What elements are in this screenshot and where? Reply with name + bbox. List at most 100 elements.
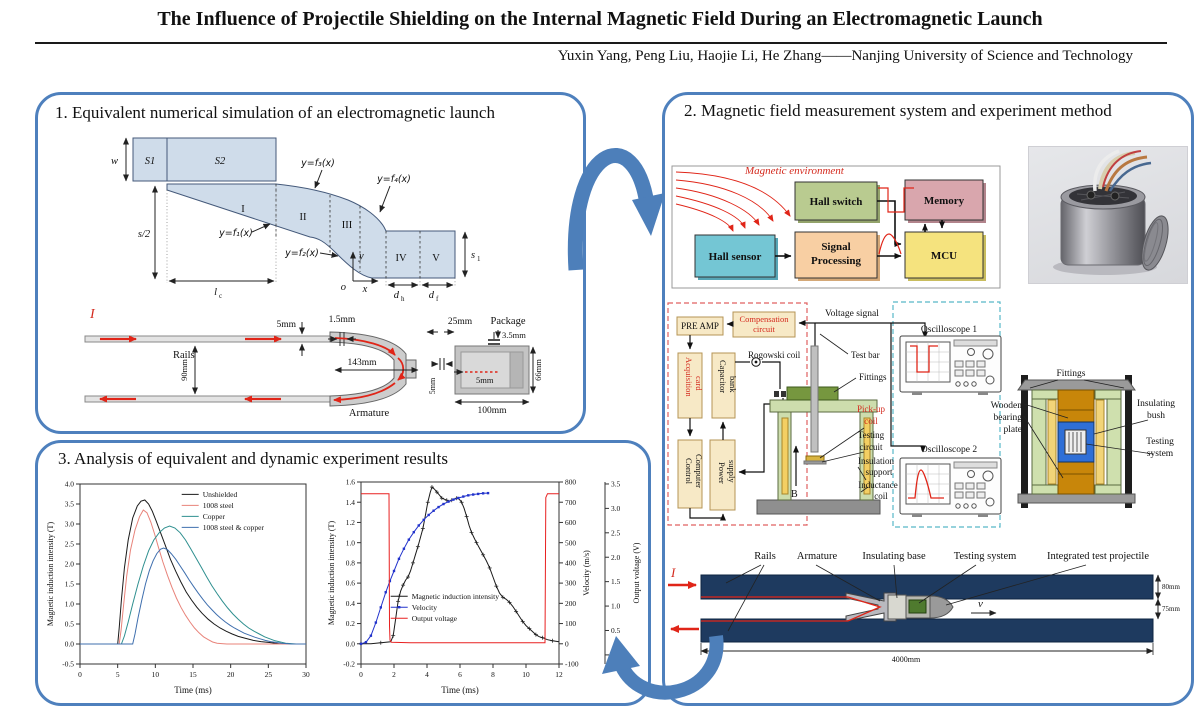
circuit-wires [687,320,928,521]
oscilloscope-2 [899,457,1002,517]
label-tsys-2: system [1147,449,1174,459]
label-hall-sensor: Hall sensor [709,251,762,263]
cross-section-leaders [1023,379,1154,479]
label-control-1: Control [684,458,694,485]
svg-text:5: 5 [116,670,120,679]
wires [1093,149,1152,192]
svg-text:800: 800 [565,478,576,487]
label-capacitor-2: bank [728,376,738,393]
apparatus-leaders [819,333,869,493]
svg-text:10: 10 [522,670,530,679]
label-4000mm: 4000mm [892,655,921,664]
svg-text:1008 steel: 1008 steel [203,501,234,510]
label-oscilloscope-2: Oscilloscope 2 [921,445,977,455]
rails-dimensions [192,322,536,405]
svg-text:Output voltage (V): Output voltage (V) [632,542,641,603]
label-3-5mm: 3.5mm [502,330,526,340]
label-insulation-2: support [866,467,893,477]
label-f1: y=f₁(x) [218,228,253,239]
svg-text:Magnetic induction intensity: Magnetic induction intensity [412,592,500,601]
label-143mm: 143mm [347,358,377,368]
label-compensation-1: Compensation [739,314,789,324]
label-memory: Memory [924,195,965,207]
launcher-dimensions [700,574,1161,655]
label-f2: y=f₂(x) [284,248,319,259]
label-w: w [111,156,118,167]
svg-text:1.5: 1.5 [611,577,621,586]
svg-text:Velocity (m/s): Velocity (m/s) [582,550,591,596]
label-launch-armature: Armature [797,551,838,562]
flow-arrow-panel1-to-panel2 [567,148,665,271]
svg-text:-0.2: -0.2 [343,660,355,669]
label-armature: Armature [349,408,390,419]
svg-text:1.0: 1.0 [65,600,75,609]
label-control-2: Computer [694,454,704,488]
svg-text:Unshielded: Unshielded [203,490,238,499]
label-dh-sub: h [401,295,405,303]
svg-text:1.0: 1.0 [611,602,621,611]
title-divider [35,42,1167,44]
label-rogowski: Rogowski coil [748,350,801,360]
svg-text:0.4: 0.4 [346,599,356,608]
label-90mm: 90mm [179,359,189,381]
flow-arrow-panel2-to-panel3 [602,635,724,700]
label-acquisition-1: Acquisition [684,357,694,397]
label-lc: l [214,287,217,298]
label-region-3: III [342,220,353,231]
label-wooden-3: plate [1004,425,1022,435]
svg-text:0.0: 0.0 [65,640,75,649]
label-df-sub: f [436,295,439,303]
label-inductance-2: coil [874,491,888,501]
label-power-1: Power [717,462,727,484]
hall-block-diagram: Magnetic environment Hall switch Memory … [671,165,1001,289]
sensor-cylinder-photo [1028,146,1188,284]
label-75mm: 75mm [1162,605,1180,613]
circuit-boxes [676,311,796,511]
circuit-labels: PRE AMP Compensation circuit Acquisition… [681,309,879,488]
label-df: d [429,290,435,301]
geometry-labels: w S1 S2 y=f₃(x) y=f₄(x) y=f₁(x) y=f₂(x) … [111,156,481,303]
svg-text:Magnetic induction intensity (: Magnetic induction intensity (T) [327,521,336,626]
label-100mm: 100mm [477,406,507,416]
block-labels: Magnetic environment Hall switch Memory … [709,165,965,267]
circuit-dashed-frame [667,302,808,526]
label-s1-region: S1 [145,156,156,167]
svg-text:0.2: 0.2 [346,619,356,628]
svg-text:0.6: 0.6 [346,579,356,588]
svg-text:2: 2 [392,670,396,679]
label-signal-1: Signal [821,241,850,253]
rail-armature-diagram: I 5mm 1.5mm 25mm Package 3.5mm Rails 90m… [84,307,543,419]
label-region-5: V [432,253,440,264]
label-region-1: I [241,204,245,215]
svg-text:0: 0 [78,670,82,679]
launcher-shapes [700,574,1154,643]
launcher-leaders [725,564,1087,632]
svg-text:Copper: Copper [203,512,226,521]
svg-text:200: 200 [565,599,576,608]
label-5mm-tail: 5mm [428,377,437,394]
label-package: Package [491,316,526,327]
label-1-5mm: 1.5mm [329,315,356,325]
label-dh: d [394,290,400,301]
svg-text:1.5: 1.5 [65,580,75,589]
label-voltage-signal: Voltage signal [825,309,879,319]
svg-text:25: 25 [265,670,273,679]
apparatus-shapes [756,345,881,515]
rails-current-arrows [99,335,406,404]
svg-text:600: 600 [565,518,576,527]
oscilloscope-dashed-frame [892,301,1001,528]
equivalent-geometry-diagram: w S1 S2 y=f₃(x) y=f₄(x) y=f₁(x) y=f₂(x) … [111,137,481,303]
launcher-current [668,581,882,633]
label-current-i: I [89,307,96,322]
svg-text:400: 400 [565,558,576,567]
label-oscilloscope-1: Oscilloscope 1 [921,325,977,335]
block-boxes [694,179,986,281]
svg-text:1.4: 1.4 [346,498,356,507]
svg-text:Velocity: Velocity [412,603,438,612]
label-5mm-inner: 5mm [476,375,494,385]
label-s1-dim: s [471,250,475,261]
svg-text:0: 0 [359,670,363,679]
label-testing-circuit-2: circuit [860,442,883,452]
